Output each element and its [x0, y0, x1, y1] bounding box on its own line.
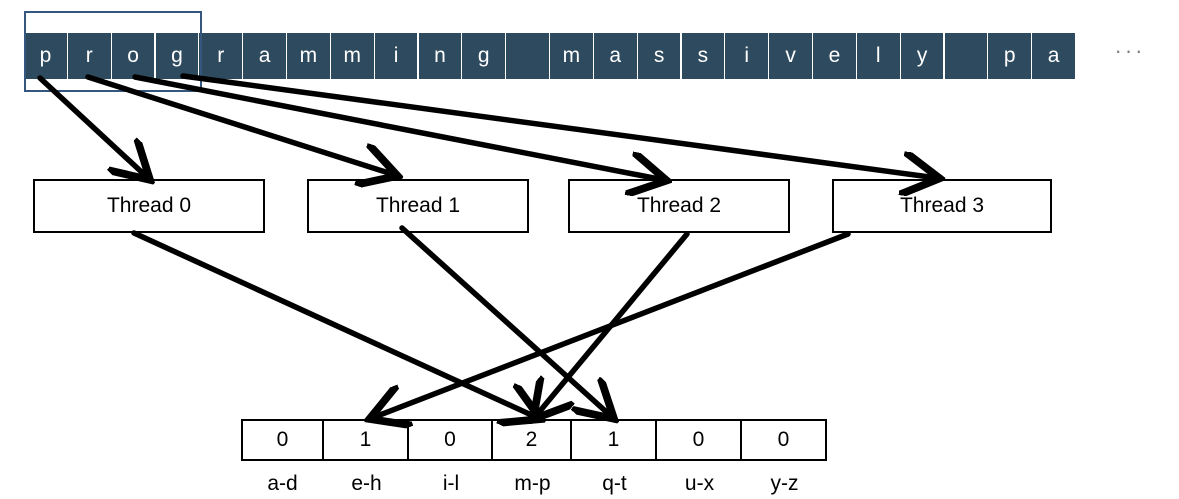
char-cell: p: [24, 33, 68, 79]
char-cell: s: [681, 33, 726, 79]
thread-box-1: Thread 1: [307, 179, 529, 233]
char-cell: m: [330, 33, 375, 79]
histogram-bin-range: u-x: [684, 472, 715, 495]
histogram-bin-count: 0: [655, 419, 742, 461]
char-cell: y: [900, 33, 945, 79]
char-cell: v: [769, 33, 813, 79]
char-cell: g: [462, 33, 507, 79]
thread-window-highlight: [24, 11, 202, 92]
arrow-thread0-to-bin-mp: [131, 230, 538, 418]
continuation-ellipsis: ···: [1114, 38, 1146, 63]
char-cell: a: [243, 33, 287, 79]
char-cell: g: [155, 33, 200, 79]
char-cell: o: [111, 33, 156, 79]
char-cell-space: [944, 33, 989, 79]
char-cell: i: [374, 33, 419, 79]
histogram-bin-range: q-t: [602, 472, 627, 495]
arrow-thread1-to-bin-qt: [399, 225, 612, 417]
char-cell: m: [287, 33, 331, 79]
histogram-bin-range: e-h: [351, 472, 382, 495]
arrow-char1-to-thread1: [85, 74, 395, 175]
char-cell: r: [199, 33, 244, 79]
arrow-char3-to-thread3: [180, 73, 937, 178]
char-cell: p: [988, 33, 1033, 79]
char-cell: a: [593, 33, 638, 79]
histogram-bin-range: m-p: [514, 472, 551, 495]
char-cell: n: [418, 33, 463, 79]
char-cell: l: [856, 33, 901, 79]
char-cell: r: [67, 33, 112, 79]
histogram-bin-count: 0: [740, 419, 827, 461]
char-cell: a: [1032, 33, 1076, 79]
arrow-thread3-to-bin-eh: [372, 231, 851, 418]
histogram-bin-range: y-z: [770, 472, 799, 495]
char-cell-space: [506, 33, 550, 79]
arrow-char0-to-thread0: [37, 75, 148, 178]
histogram-bin-range: i-l: [442, 472, 460, 495]
thread-box-0: Thread 0: [33, 179, 265, 233]
histogram-bin-range: a-d: [267, 472, 298, 495]
arrow-char2-to-thread2: [132, 74, 664, 180]
char-cell: i: [725, 33, 770, 79]
char-cell: m: [550, 33, 594, 79]
char-cell: s: [637, 33, 682, 79]
char-cell: e: [813, 33, 857, 79]
thread-box-2: Thread 2: [568, 179, 790, 233]
